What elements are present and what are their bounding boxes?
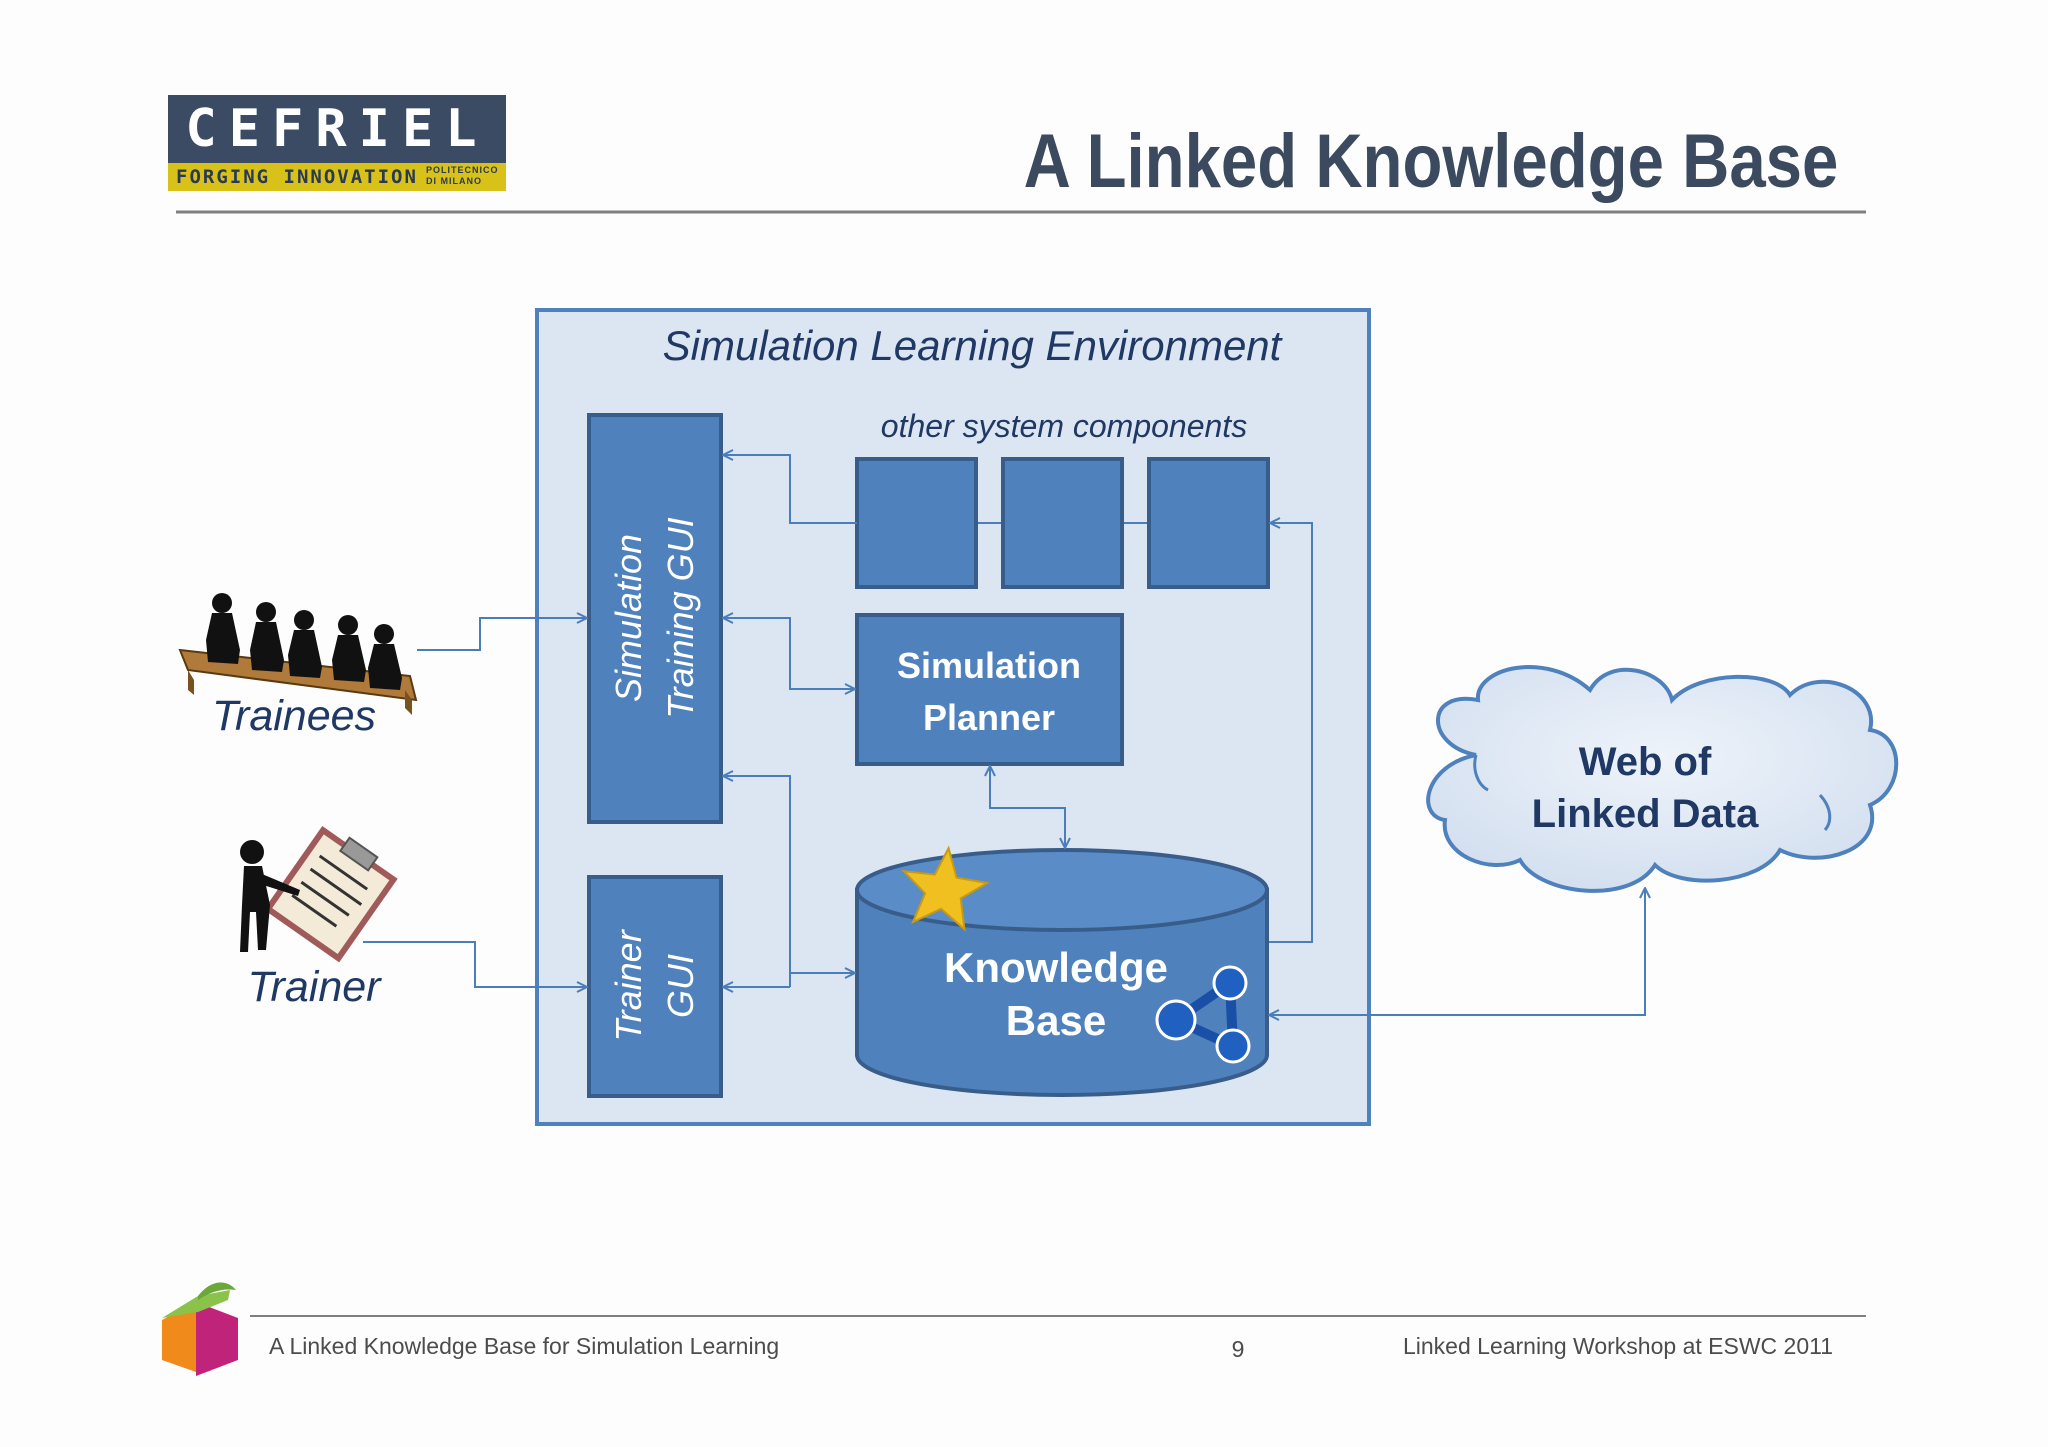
system-component-box-3 xyxy=(1147,457,1270,589)
arrow-sim-gui-planner xyxy=(723,618,855,689)
trainer-icon xyxy=(240,826,398,963)
linked-data-network-icon xyxy=(1155,965,1251,1064)
page-title: A Linked Knowledge Base xyxy=(1023,119,1838,204)
trainees-label: Trainees xyxy=(212,692,376,740)
cloud-label-2: Linked Data xyxy=(1532,792,1759,836)
trainees-icon xyxy=(178,593,418,715)
trainer-gui-label-1: Trainer xyxy=(608,928,649,1041)
system-component-box-2 xyxy=(1001,457,1124,589)
linked-data-cloud: Web of Linked Data xyxy=(1426,665,1899,893)
trainer-label: Trainer xyxy=(247,963,382,1011)
simulation-training-gui-box: Simulation Training GUI xyxy=(587,413,723,824)
planner-label-1: Simulation xyxy=(897,645,1081,686)
system-component-box-1 xyxy=(855,457,978,589)
simulation-planner-box: Simulation Planner xyxy=(855,613,1124,766)
logo-partner: POLITECNICO DI MILANO xyxy=(426,165,499,186)
footer-right-text: Linked Learning Workshop at ESWC 2011 xyxy=(1403,1333,1833,1359)
page-number: 9 xyxy=(1232,1336,1245,1362)
logo-tagline-bar: FORGING INNOVATION POLITECNICO DI MILANO xyxy=(168,163,506,191)
footer-cube-logo xyxy=(162,1282,238,1376)
planner-label-2: Planner xyxy=(923,697,1055,738)
arrow-trainees-to-sim-gui xyxy=(417,618,587,651)
environment-label: Simulation Learning Environment xyxy=(663,322,1284,369)
kb-label-1: Knowledge xyxy=(944,944,1168,991)
other-components-label: other system components xyxy=(881,408,1247,444)
arrow-cloud-kb xyxy=(1269,888,1645,1015)
sim-training-gui-label-2: Training GUI xyxy=(660,517,701,718)
logo-wordmark: CEFRIEL xyxy=(168,95,506,163)
logo-tagline: FORGING INNOVATION xyxy=(176,166,418,188)
arrow-bus-to-sim-gui xyxy=(723,776,791,987)
trainer-gui-box: Trainer GUI xyxy=(587,875,723,1098)
cloud-label-1: Web of xyxy=(1579,740,1712,784)
footer-left-text: A Linked Knowledge Base for Simulation L… xyxy=(269,1333,779,1359)
sim-training-gui-label-1: Simulation xyxy=(608,534,649,702)
knowledge-base-cylinder: Knowledge Base xyxy=(855,848,1269,1097)
kb-label-2: Base xyxy=(1006,997,1106,1044)
trainer-gui-label-2: GUI xyxy=(660,954,701,1018)
cefriel-logo: CEFRIEL FORGING INNOVATION POLITECNICO D… xyxy=(168,95,506,191)
arrow-trainer-to-trainer-gui xyxy=(363,941,587,987)
arrow-components-to-sim-gui xyxy=(723,455,857,524)
star-icon xyxy=(901,845,990,932)
arrow-planner-kb xyxy=(990,766,1065,848)
